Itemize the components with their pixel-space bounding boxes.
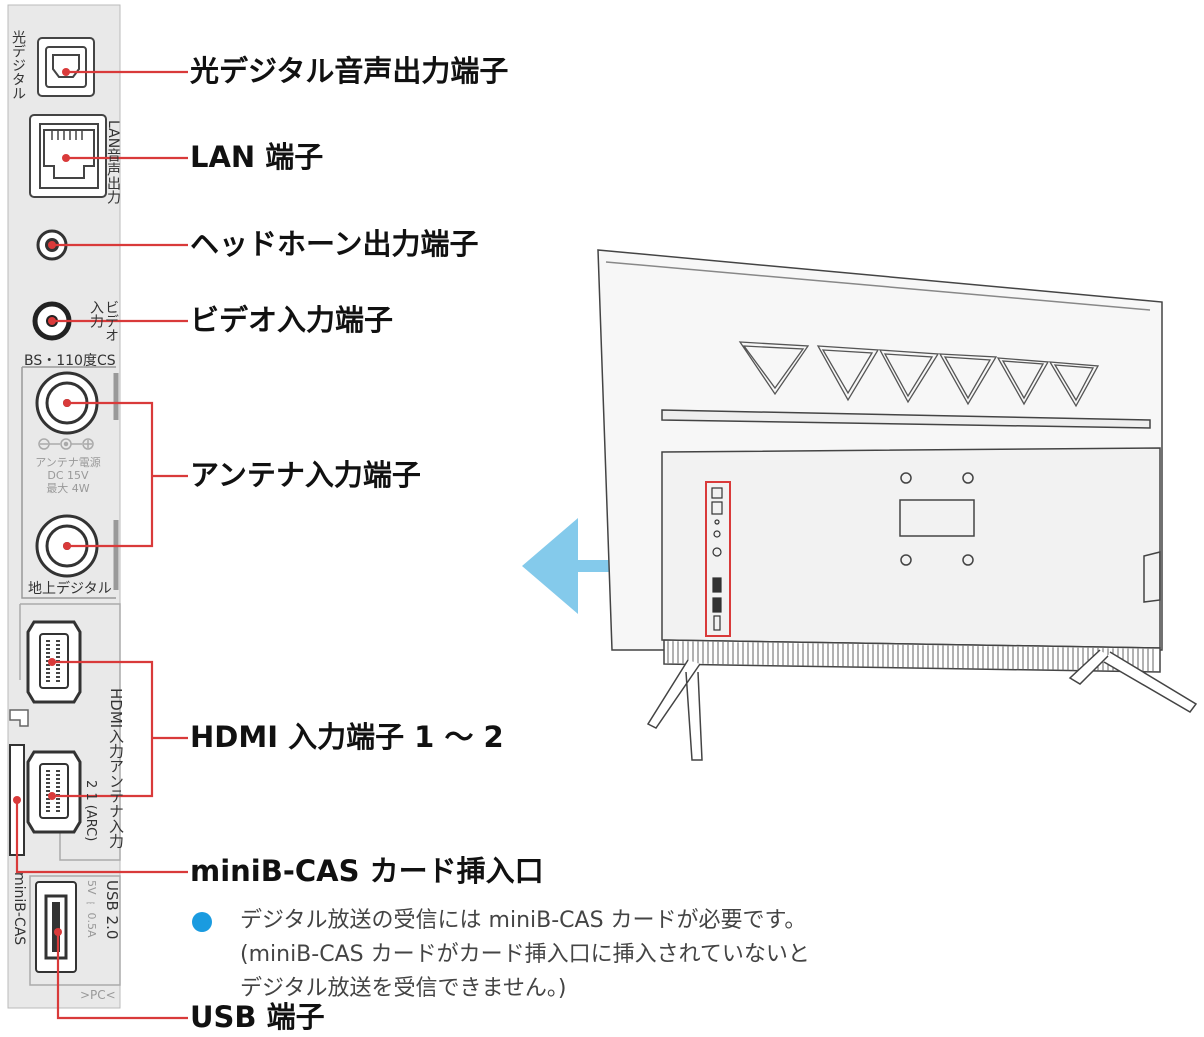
leader-dot (62, 68, 70, 76)
hdmi-group-frame (19, 603, 121, 861)
panel-label-video: ビデオ入力 (88, 300, 119, 342)
leader-antenna (67, 401, 188, 548)
usb-group-frame (29, 875, 121, 986)
panel-label-terrestrial: 地上デジタル (28, 581, 112, 597)
leader-dot (63, 399, 71, 407)
panel-label-hdmi: HDMI入力アンテナ入力 (107, 688, 125, 849)
leader-dot (48, 658, 56, 666)
tv-ridge (661, 409, 1151, 429)
antenna-group-frame (21, 366, 116, 599)
usb-port (35, 881, 77, 973)
leader-dots (13, 68, 71, 936)
leader-dot (63, 542, 71, 550)
panel-label-pc: >PC< (80, 988, 116, 1002)
callout-lan: LAN 端子 (190, 140, 324, 174)
panel-label-bs-cs: BS・110度CS (24, 353, 116, 369)
panel-label-minibcas: miniB-CAS (11, 872, 27, 946)
callout-video: ビデオ入力端子 (190, 303, 394, 337)
callout-usb: USB 端子 (190, 1000, 325, 1034)
panel-label-antenna-power: アンテナ電源 DC 15V 最大 4W (35, 456, 101, 495)
leader-lines (15, 70, 188, 1020)
leader-dot (13, 796, 21, 804)
callout-antenna: アンテナ入力端子 (190, 458, 421, 492)
hdmi-port-2 (26, 750, 82, 834)
leader-dot (48, 317, 56, 325)
panel-label-usb: USB 2.0 (103, 880, 121, 940)
antenna-power-symbol (38, 438, 94, 450)
panel-label-lan-audio: LAN音声出力 (105, 120, 121, 205)
leader-usb (56, 932, 188, 1020)
optical-port (37, 37, 95, 97)
tv-stand-right (1068, 649, 1198, 713)
leader-hdmi (52, 660, 188, 798)
callout-optical: 光デジタル音声出力端子 (190, 54, 509, 88)
tv-stand-left (646, 659, 703, 761)
panel-label-optical: 光デジタル (10, 30, 26, 100)
callout-headphone: ヘッドホーン出力端子 (190, 227, 479, 261)
tv-port-highlight (705, 481, 731, 637)
leader-dot (62, 154, 70, 162)
callout-hdmi: HDMI 入力端子 1 ～ 2 (190, 720, 504, 754)
leader-dot (54, 928, 62, 936)
bullet-circle-icon (192, 912, 212, 932)
panel-label-arc: 2 1 (ARC) (83, 780, 98, 842)
leader-dot (48, 792, 56, 800)
minibcas-note: デジタル放送の受信には miniB-CAS カードが必要です。(miniB-CA… (240, 908, 810, 1001)
leader-minibcas (15, 800, 188, 874)
tv-back-illustration (597, 249, 1198, 761)
callout-minibcas: miniB-CAS カード挿入口 (190, 854, 544, 888)
vent-triangles (738, 341, 1100, 408)
leader-dot (48, 241, 56, 249)
panel-label-usb-power: 5V ⎓ 0.5A (85, 880, 98, 938)
